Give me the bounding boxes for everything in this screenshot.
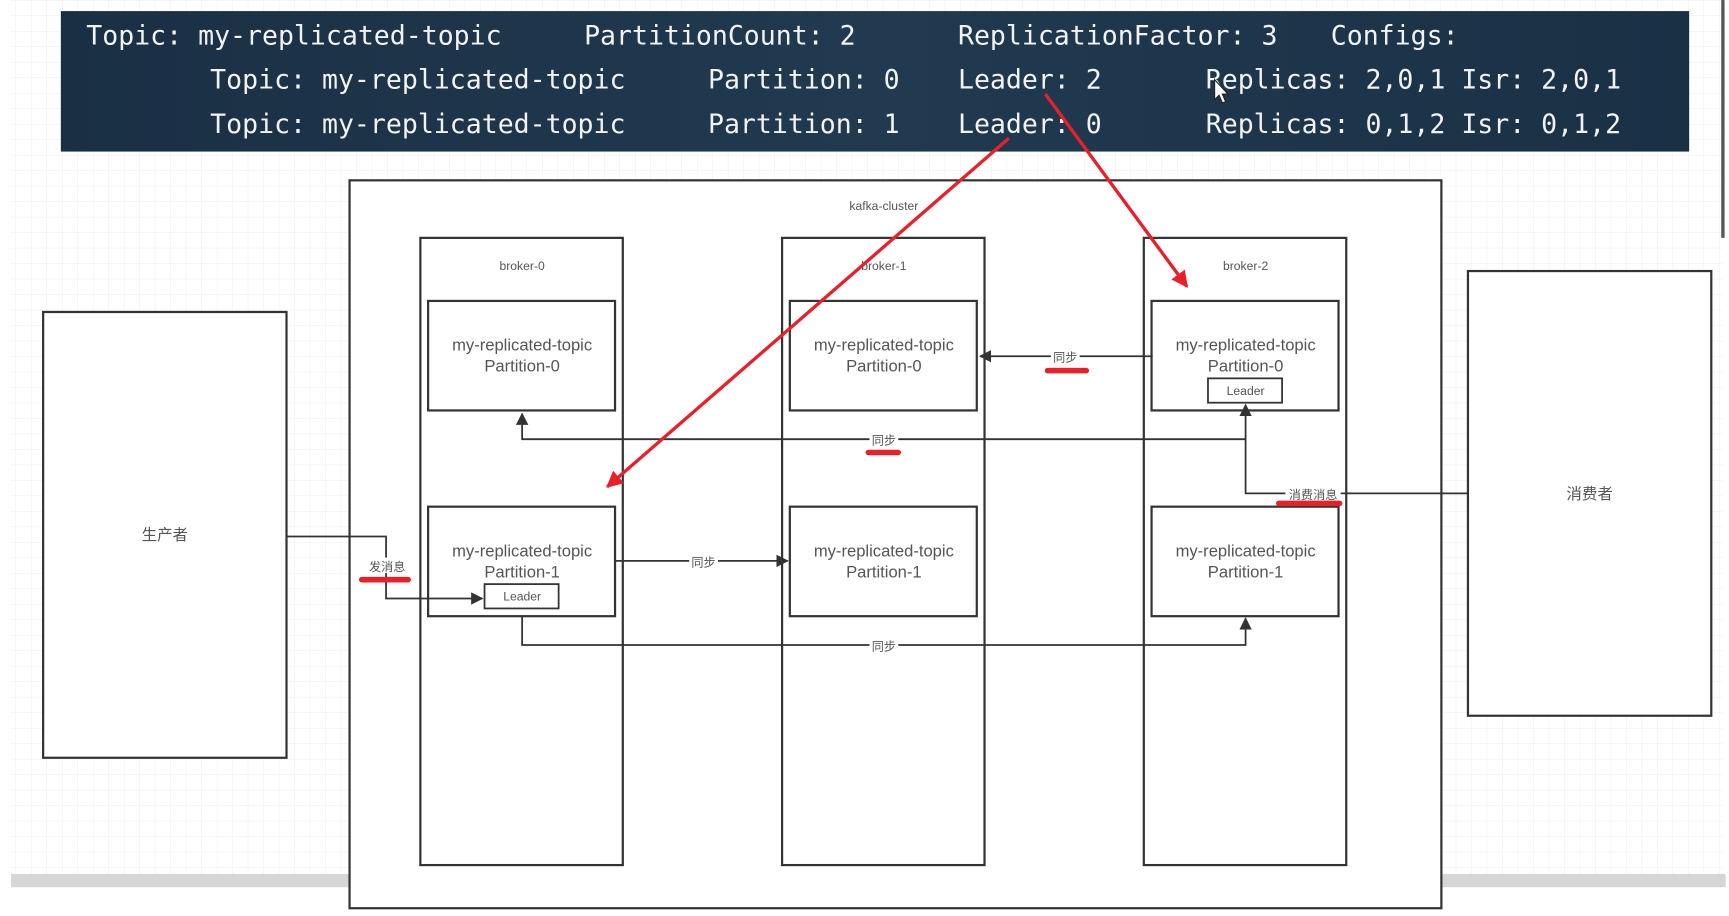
- row1-leader: Leader: 0: [958, 109, 1102, 140]
- leader-badge: [1207, 377, 1283, 404]
- broker-label: broker-0: [499, 259, 545, 273]
- consumer-box: [1466, 269, 1713, 717]
- cluster-label: kafka-cluster: [849, 199, 918, 213]
- row0-replicas: Replicas: 2,0,1 Isr: 2,0,1: [1206, 65, 1621, 96]
- row0-topic: Topic: my-replicated-topic: [210, 65, 625, 96]
- mouse-cursor-icon: [1214, 78, 1230, 104]
- sync-label-2: 同步: [872, 434, 896, 448]
- partition-topic: my-replicated-topic: [1176, 541, 1316, 560]
- partition-topic: my-replicated-topic: [814, 336, 954, 355]
- partition-name: Partition-1: [1208, 562, 1284, 581]
- partition-topic: my-replicated-topic: [1176, 336, 1316, 355]
- broker-label: broker-2: [1223, 259, 1269, 273]
- red-annotations: [358, 93, 1343, 583]
- red-arrow-leader-2: [1044, 93, 1189, 288]
- send-label: 发消息: [369, 559, 405, 574]
- leader-badge-label: Leader: [1227, 384, 1265, 398]
- partition-topic: my-replicated-topic: [452, 541, 592, 560]
- configs: Configs:: [1331, 20, 1459, 51]
- sync-label-1: 同步: [1053, 351, 1077, 365]
- partition-name: Partition-1: [846, 562, 922, 581]
- partition-name: Partition-0: [484, 357, 560, 376]
- sync-label-4: 同步: [872, 639, 896, 653]
- partition-name: Partition-0: [1208, 357, 1284, 376]
- row1-partition: Partition: 1: [708, 109, 900, 140]
- partition-topic: my-replicated-topic: [814, 541, 954, 560]
- producer-label: 生产者: [142, 526, 188, 544]
- broker-2: broker-2my-replicated-topicPartition-0Le…: [1142, 236, 1348, 867]
- row1-replicas: Replicas: 0,1,2 Isr: 0,1,2: [1206, 109, 1621, 140]
- partition-name: Partition-0: [846, 357, 922, 376]
- broker-1: broker-1my-replicated-topicPartition-0my…: [780, 236, 986, 867]
- broker-label: broker-1: [861, 259, 907, 273]
- partition-name: Partition-1: [484, 562, 560, 581]
- consume-label: 消费消息: [1289, 487, 1338, 502]
- sync-edge-b2p0-b0p0: [515, 412, 1246, 441]
- row1-topic: Topic: my-replicated-topic: [210, 109, 625, 140]
- consume-edge: [1239, 403, 1468, 495]
- terminal-header: Topic: my-replicated-topic PartitionCoun…: [60, 11, 1690, 152]
- row0-partition: Partition: 0: [708, 65, 900, 96]
- consumer-label: 消费者: [1566, 485, 1612, 503]
- topic-text: Topic: my-replicated-topic: [86, 20, 501, 51]
- sync-label-3: 同步: [691, 555, 715, 569]
- red-arrow-leader-0: [606, 137, 1010, 489]
- broker-0: broker-0my-replicated-topicPartition-0my…: [419, 236, 624, 867]
- row0-leader: Leader: 2: [958, 65, 1102, 96]
- scrollbar[interactable]: [1721, 0, 1725, 238]
- replication-factor: ReplicationFactor: 3: [958, 20, 1277, 51]
- partition-topic: my-replicated-topic: [452, 336, 592, 355]
- leader-badge: [483, 583, 560, 610]
- producer-box: [42, 310, 288, 759]
- partition-count: PartitionCount: 2: [584, 20, 856, 51]
- leader-badge-label: Leader: [503, 590, 541, 604]
